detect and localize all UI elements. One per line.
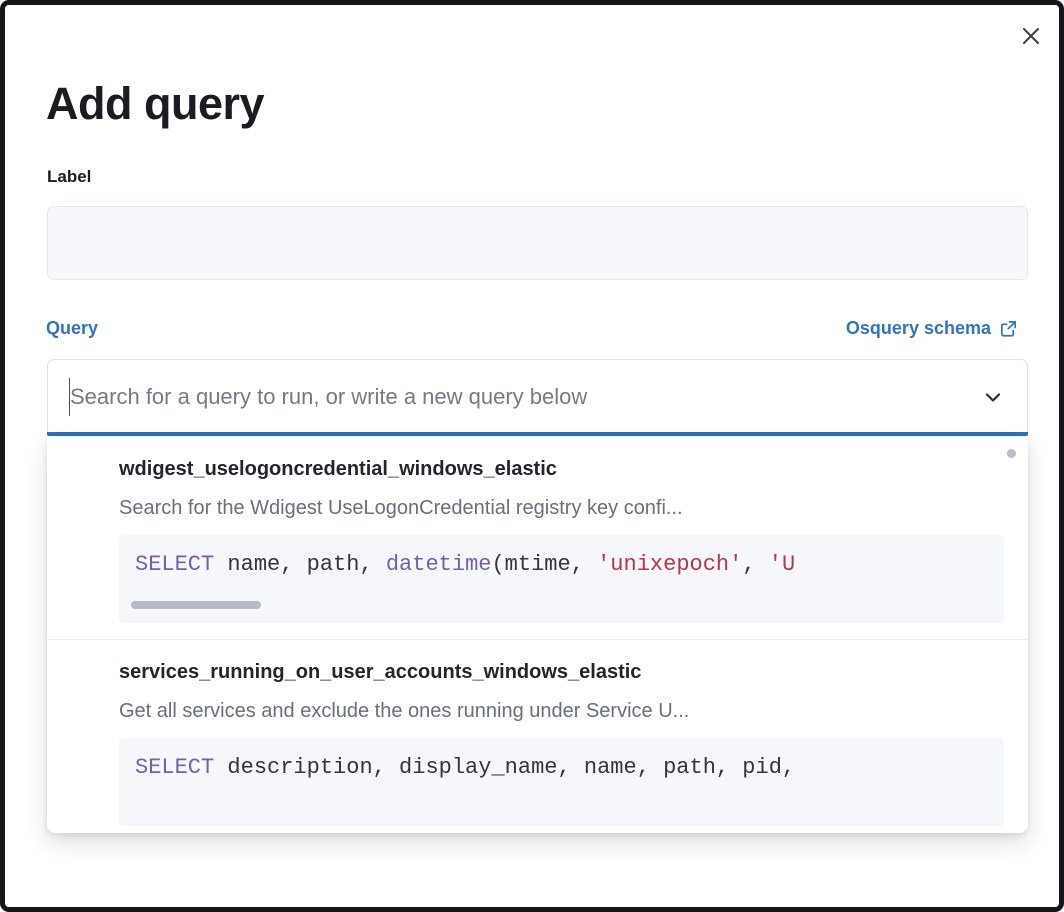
osquery-schema-link-label: Osquery schema	[845, 318, 991, 338]
sql-snippet: SELECT name, path, datetime(mtime, 'unix…	[135, 552, 796, 577]
query-suggestions-dropdown[interactable]: wdigest_uselogoncredential_windows_elast…	[47, 437, 1028, 833]
dropdown-option-code-block: SELECT name, path, datetime(mtime, 'unix…	[119, 535, 1004, 623]
add-query-modal: Add query Label Query Osquery schema	[5, 5, 1059, 907]
dropdown-option-title: wdigest_uselogoncredential_windows_elast…	[119, 458, 557, 480]
query-search-input[interactable]	[68, 360, 968, 433]
external-link-icon	[999, 319, 1018, 338]
dropdown-option-code-block: SELECT description, display_name, name, …	[119, 738, 1004, 826]
page-title: Add query	[46, 78, 265, 130]
chevron-down-icon[interactable]	[979, 383, 1007, 411]
close-button[interactable]	[1012, 17, 1050, 55]
query-search-combobox[interactable]	[47, 359, 1028, 434]
dropdown-option[interactable]: wdigest_uselogoncredential_windows_elast…	[47, 437, 1028, 639]
dropdown-option[interactable]: services_running_on_user_accounts_window…	[47, 639, 1028, 833]
label-field-caption: Label	[47, 167, 92, 186]
dropdown-option-description: Get all services and exclude the ones ru…	[119, 700, 690, 722]
combobox-focus-underline	[47, 432, 1028, 436]
dropdown-option-title: services_running_on_user_accounts_window…	[119, 661, 642, 683]
sql-snippet: SELECT description, display_name, name, …	[135, 755, 796, 780]
close-icon	[1019, 24, 1043, 48]
label-input[interactable]	[47, 206, 1028, 280]
osquery-schema-link[interactable]: Osquery schema	[846, 318, 1018, 339]
dropdown-option-description: Search for the Wdigest UseLogonCredentia…	[119, 497, 683, 519]
dropdown-scrollbar-thumb[interactable]	[1007, 449, 1016, 458]
query-field-caption: Query	[46, 318, 99, 338]
code-horizontal-scrollbar-thumb[interactable]	[131, 601, 261, 609]
dropdown-options-list: wdigest_uselogoncredential_windows_elast…	[47, 437, 1028, 833]
